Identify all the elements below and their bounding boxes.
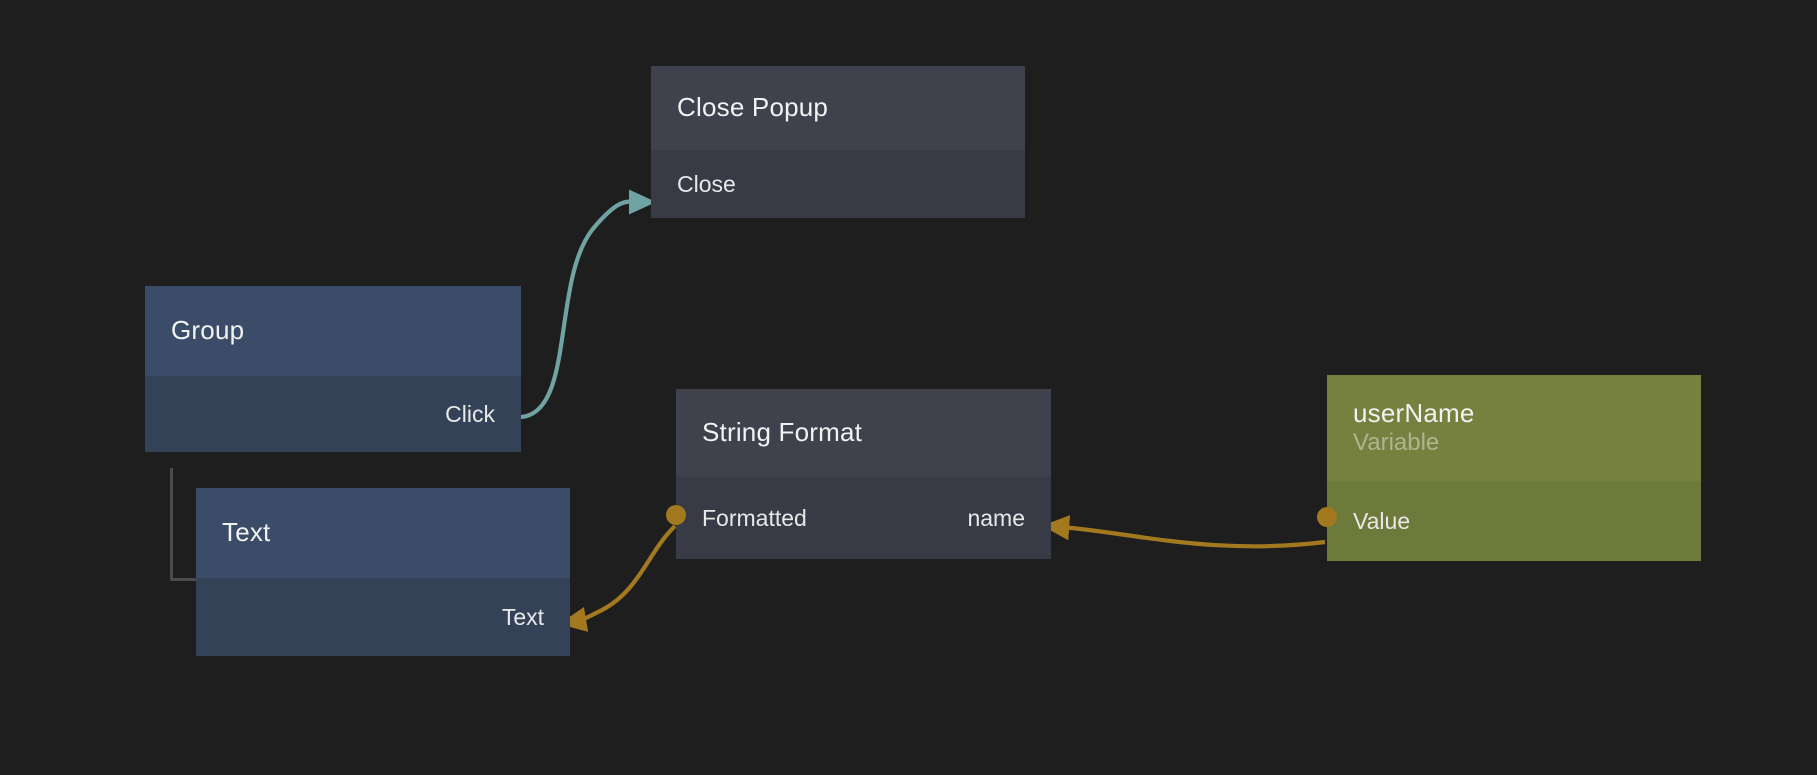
port-row-value[interactable]: Value: [1327, 481, 1701, 561]
port-row-text-input[interactable]: Text: [196, 578, 570, 656]
port-row-click[interactable]: Click: [145, 376, 521, 452]
node-group-header[interactable]: Group: [145, 286, 521, 376]
node-user-name-body: Value: [1327, 481, 1701, 561]
port-row-close[interactable]: Close: [651, 150, 1025, 218]
node-group-title: Group: [171, 315, 245, 346]
hierarchy-bracket-group-text: [170, 468, 201, 581]
node-text-body: Text: [196, 578, 570, 656]
port-label-name: name: [967, 504, 1025, 531]
node-close-popup-header[interactable]: Close Popup: [651, 66, 1025, 150]
node-text-header[interactable]: Text: [196, 488, 570, 578]
node-group[interactable]: Group Click: [145, 286, 531, 627]
node-user-name-variable[interactable]: userName Variable Value: [1317, 375, 1701, 561]
node-string-format[interactable]: String Format Formatted name: [666, 389, 1051, 559]
port-dot-user-name-value[interactable]: [1317, 507, 1337, 527]
node-text[interactable]: Text Text: [196, 488, 570, 656]
node-close-popup-title: Close Popup: [677, 92, 829, 123]
node-string-format-title: String Format: [702, 417, 863, 448]
wire-formatted-to-text[interactable]: [559, 524, 677, 632]
node-string-format-header[interactable]: String Format: [676, 389, 1051, 477]
port-label-click: Click: [445, 400, 495, 427]
port-dot-string-format-formatted[interactable]: [666, 505, 686, 525]
node-user-name-subtitle: Variable: [1353, 429, 1440, 457]
port-label-value: Value: [1353, 507, 1411, 534]
node-group-body: Click: [145, 376, 521, 452]
port-row-formatted-name[interactable]: Formatted name: [676, 477, 1051, 559]
node-text-title: Text: [222, 517, 271, 548]
wire-group-click-to-close[interactable]: [520, 189, 657, 420]
wire-value-to-name[interactable]: [1041, 515, 1326, 549]
port-label-text-input: Text: [501, 603, 544, 630]
port-label-formatted: Formatted: [702, 504, 807, 531]
node-close-popup[interactable]: Close Popup Close: [651, 66, 1025, 218]
port-label-close: Close: [677, 170, 736, 197]
node-string-format-body: Formatted name: [676, 477, 1051, 559]
node-user-name-title: userName: [1353, 398, 1475, 429]
node-user-name-header[interactable]: userName Variable: [1327, 375, 1701, 481]
node-close-popup-body: Close: [651, 150, 1025, 218]
